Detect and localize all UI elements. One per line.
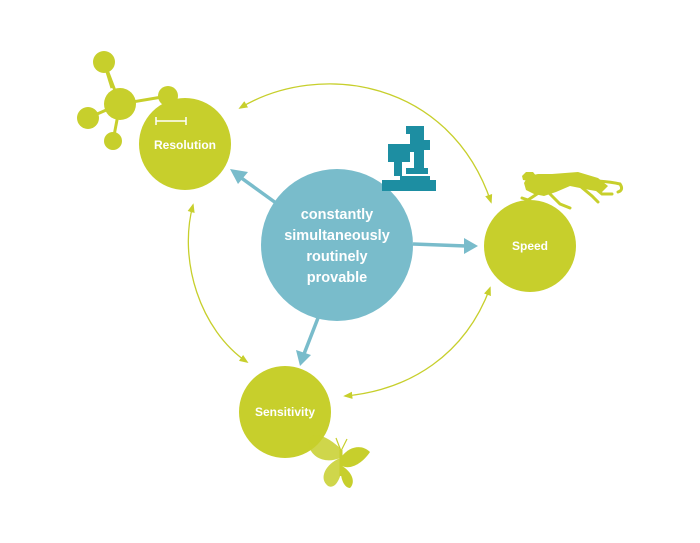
node-resolution: Resolution — [139, 98, 231, 190]
center-line-4: provable — [307, 270, 367, 286]
arrow-resolution-speed — [238, 83, 493, 204]
center-circle — [261, 169, 413, 321]
arrow-center-sensitivity — [296, 317, 320, 366]
center-line-3: routinely — [306, 249, 367, 265]
microscope-icon — [382, 126, 436, 191]
arrow-center-resolution — [230, 169, 278, 205]
node-speed-label: Speed — [512, 239, 548, 253]
center-line-1: constantly — [301, 207, 374, 223]
cheetah-icon — [520, 172, 624, 210]
node-resolution-label: Resolution — [154, 138, 216, 152]
molecule-icon — [77, 51, 178, 150]
center-node: constantly simultaneously routinely prov… — [261, 169, 413, 321]
arrow-speed-sensitivity — [343, 286, 491, 399]
center-arrows — [230, 169, 478, 366]
cycle-arrows — [187, 83, 493, 399]
scale-bar-icon — [155, 117, 187, 125]
node-speed-circle — [484, 200, 576, 292]
butterfly-icon — [308, 435, 370, 488]
arrow-sensitivity-resolution — [187, 203, 249, 364]
arrow-center-speed — [412, 238, 478, 254]
node-sensitivity: Sensitivity — [239, 366, 331, 458]
node-sensitivity-circle — [239, 366, 331, 458]
node-sensitivity-label: Sensitivity — [255, 405, 315, 419]
node-speed: Speed — [484, 200, 576, 292]
center-line-2: simultaneously — [284, 228, 390, 244]
